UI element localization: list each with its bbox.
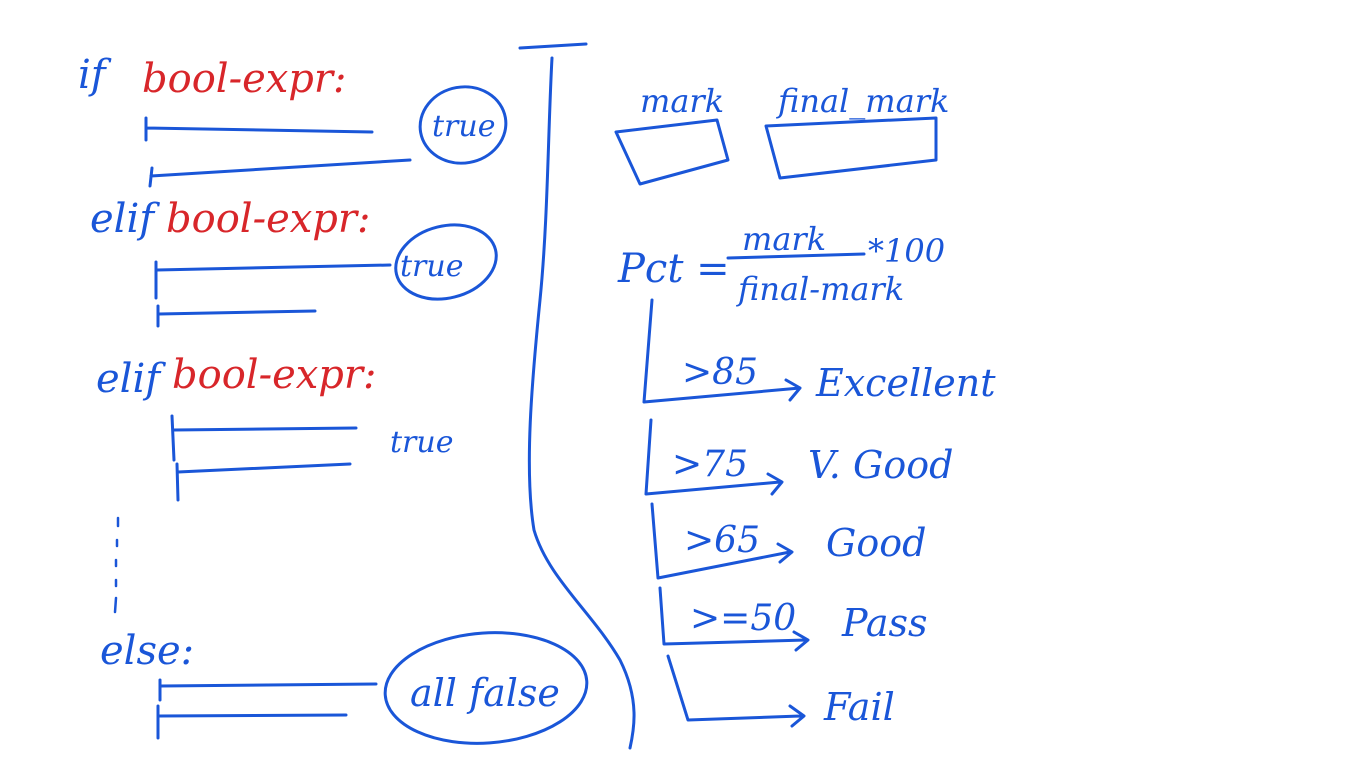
- else-keyword: else:: [100, 628, 194, 674]
- true-label-1: true: [432, 109, 495, 144]
- pct-fraction-bar: [726, 252, 866, 260]
- elif1-block-line-1: [154, 260, 392, 300]
- elif1-block-line-2: [156, 304, 317, 328]
- pct-numerator: mark: [742, 220, 826, 258]
- branch-op-2: >75: [672, 444, 748, 485]
- branch-op-3: >65: [684, 520, 760, 561]
- branch-result-5: Fail: [823, 685, 895, 729]
- else-block-line-2: [156, 704, 348, 740]
- pct-denominator: final-mark: [736, 270, 904, 308]
- branch-flow-2: [644, 418, 784, 496]
- all-false-ellipse: [383, 631, 589, 745]
- grading-example: mark final_mark Pct = mark final-mark *1…: [614, 82, 996, 729]
- all-false-label: all false: [410, 671, 560, 715]
- var-final-mark-box: [764, 116, 938, 180]
- branch-result-1: Excellent: [815, 361, 996, 405]
- true-ellipse-2: [394, 223, 498, 301]
- branch-op-1: >85: [682, 352, 758, 393]
- if-block-line-2: [148, 158, 412, 188]
- if-block-line-1: [144, 116, 374, 142]
- elif-condition-2: bool-expr:: [172, 352, 377, 398]
- if-condition: bool-expr:: [142, 56, 347, 102]
- true-label-2: true: [400, 249, 463, 284]
- divider-line: [518, 42, 636, 750]
- branch-op-4: >=50: [690, 598, 796, 639]
- continuation-dots: [113, 516, 120, 614]
- branch-result-2: V. Good: [808, 443, 953, 487]
- elif2-block-line-1: [170, 414, 358, 462]
- elif-keyword-1: elif: [90, 196, 160, 242]
- else-block-line-1: [158, 678, 378, 702]
- branch-flow-5: [666, 654, 806, 728]
- elif2-block-line-2: [175, 462, 352, 502]
- branch-result-4: Pass: [841, 601, 928, 645]
- branch-flow-4: [658, 586, 810, 652]
- var-mark-label: mark: [640, 82, 724, 120]
- branch-flow-1: [642, 298, 802, 404]
- branch-result-3: Good: [826, 521, 926, 565]
- branch-flow-3: [650, 502, 794, 580]
- if-elif-else-diagram: if bool-expr: true elif bool-expr: true …: [78, 52, 589, 745]
- true-ellipse-1: [418, 85, 508, 165]
- var-mark-box: [614, 118, 730, 186]
- var-final-mark-label: final_mark: [776, 82, 949, 120]
- pct-lhs: Pct =: [617, 246, 730, 292]
- elif-condition-1: bool-expr:: [166, 196, 371, 242]
- elif-keyword-2: elif: [96, 356, 166, 402]
- true-label-3: true: [390, 425, 453, 460]
- if-keyword: if: [78, 52, 112, 98]
- pct-multiplier: *100: [868, 232, 945, 270]
